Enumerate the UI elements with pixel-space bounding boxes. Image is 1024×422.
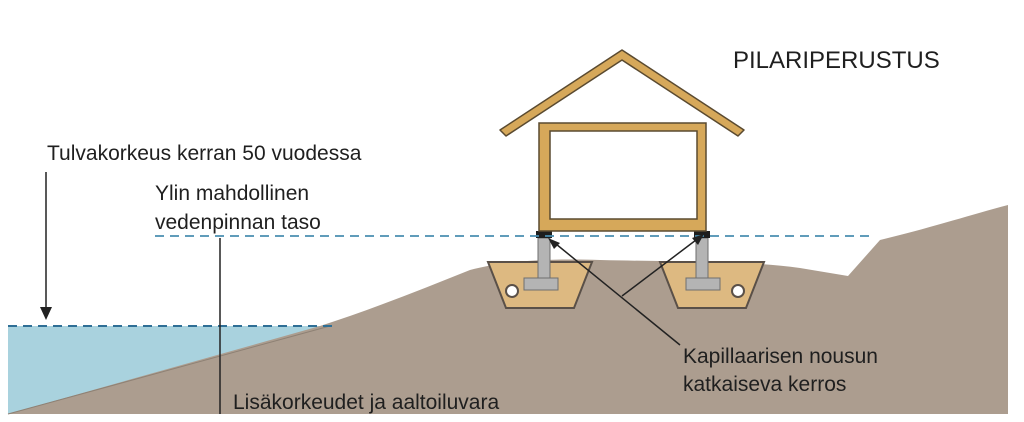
capillary-break-label-line2: katkaiseva kerros <box>683 373 846 396</box>
pillar-left <box>523 231 559 291</box>
house-roof <box>499 49 745 137</box>
flood-level-arrowhead <box>40 307 52 320</box>
max-water-level-label-line1: Ylin mahdollinen <box>155 182 309 205</box>
house-window <box>549 130 698 220</box>
max-water-level-label-line2: vedenpinnan taso <box>155 211 321 234</box>
capillary-arrowhead-left <box>548 238 560 249</box>
capillary-leader-line-2 <box>621 239 697 297</box>
pillar-right <box>685 231 721 291</box>
capillary-arrowhead-right <box>692 234 704 245</box>
ground-surface-edge <box>7 325 331 415</box>
ground-terrain <box>8 205 1008 414</box>
diagram-title: PILARIPERUSTUS <box>733 47 940 74</box>
flood-level-label: Tulvakorkeus kerran 50 vuodessa <box>47 142 362 165</box>
extra-height-label: Lisäkorkeudet ja aaltoiluvara <box>233 391 499 414</box>
drain-pipe-right <box>731 284 745 298</box>
capillary-break-label-line1: Kapillaarisen nousun <box>683 345 878 368</box>
capillary-leader-line-1 <box>555 243 681 346</box>
drain-pipe-left <box>505 284 519 298</box>
house <box>499 49 745 232</box>
